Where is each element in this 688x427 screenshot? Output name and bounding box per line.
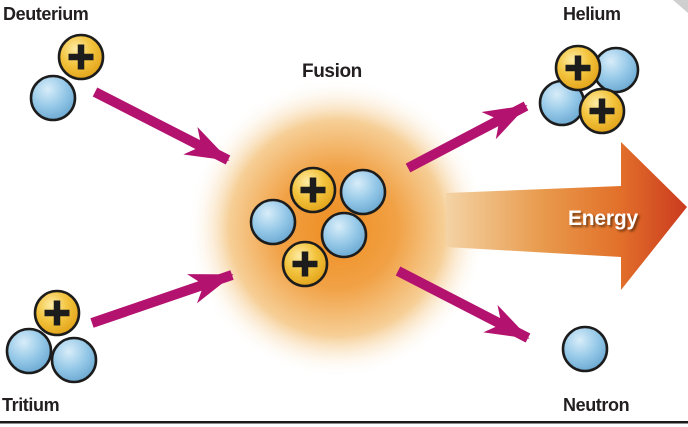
proton-icon xyxy=(59,35,103,79)
neutron-icon xyxy=(249,198,297,246)
proton-icon xyxy=(283,242,327,286)
tritium-atom xyxy=(5,291,98,384)
deuterium-label: Deuterium xyxy=(3,4,89,24)
helium-atom xyxy=(538,46,640,133)
fusion-to-neutron-arrow xyxy=(395,266,531,343)
proton-icon xyxy=(291,168,335,212)
corner-notch xyxy=(673,0,688,13)
proton-icon xyxy=(35,291,79,335)
deuterium-atom xyxy=(29,35,103,122)
neutron-icon xyxy=(339,168,387,216)
neutron-icon xyxy=(29,74,77,122)
energy-arrow-icon xyxy=(446,142,687,290)
neutron-icon xyxy=(5,327,53,375)
energy-label: Energy xyxy=(568,207,638,230)
deuterium-to-fusion-arrow xyxy=(92,87,231,165)
neutron-icon xyxy=(561,325,609,373)
neutron-label: Neutron xyxy=(563,395,630,415)
helium-label: Helium xyxy=(563,4,621,24)
neutron-icon xyxy=(50,336,98,384)
fusion-to-helium-arrow xyxy=(405,101,529,173)
reaction-arrows xyxy=(90,87,531,343)
proton-icon xyxy=(556,46,600,90)
tritium-label: Tritium xyxy=(2,395,60,415)
neutron-particle xyxy=(561,325,609,373)
proton-icon xyxy=(580,89,624,133)
neutron-icon xyxy=(320,211,368,259)
tritium-to-fusion-arrow xyxy=(90,270,234,328)
fusion-label: Fusion xyxy=(302,61,362,82)
bottom-border xyxy=(0,421,688,424)
